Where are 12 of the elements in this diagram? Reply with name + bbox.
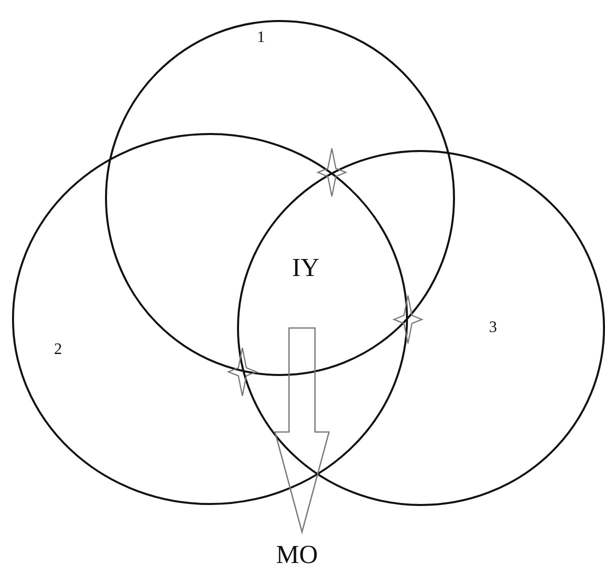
region-number: 2 [54, 342, 62, 358]
venn-circle [237, 150, 605, 506]
venn-circle [105, 20, 455, 376]
region-label: IY [292, 255, 320, 281]
double-arrow [392, 294, 424, 344]
block-arrow [274, 327, 330, 534]
region-number: 3 [489, 320, 497, 336]
region-label: MO [276, 542, 318, 568]
double-arrow [316, 148, 348, 197]
venn-circle [12, 133, 408, 505]
double-arrow [226, 347, 258, 396]
region-number: 1 [257, 30, 265, 46]
